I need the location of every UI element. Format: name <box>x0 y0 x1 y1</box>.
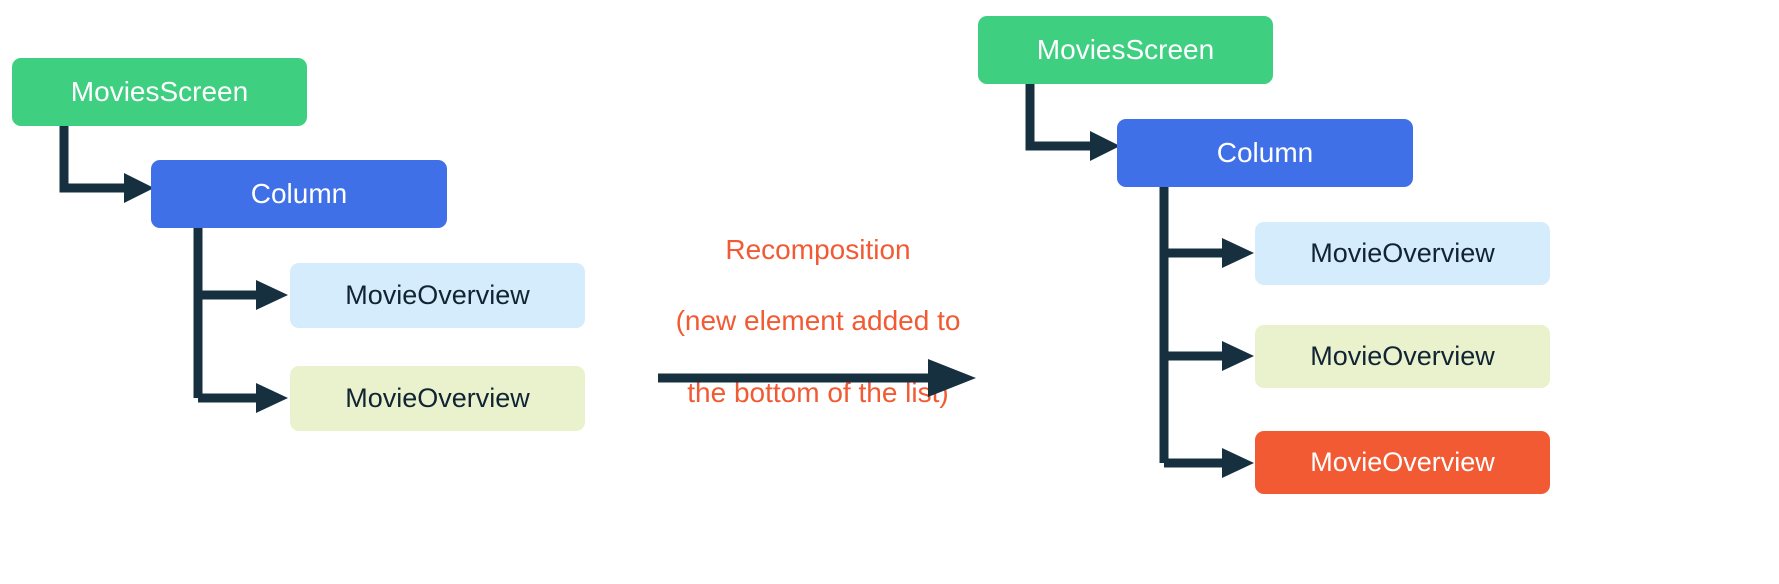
recomposition-caption-line-2: (new element added to <box>675 305 961 337</box>
recomposition-caption-line-1: Recomposition <box>725 233 911 265</box>
left-connector-root-to-column <box>59 126 154 203</box>
right-node-movie-overview-2-label: MovieOverview <box>1310 340 1495 371</box>
right-connector-column-to-children <box>1159 187 1254 478</box>
right-node-column[interactable]: Column <box>1117 119 1413 187</box>
right-node-movies-screen[interactable]: MoviesScreen <box>978 16 1273 84</box>
left-node-movies-screen-label: MoviesScreen <box>70 75 249 107</box>
left-node-column[interactable]: Column <box>151 160 447 228</box>
left-node-column-label: Column <box>250 177 348 209</box>
right-node-movie-overview-3-new-label: MovieOverview <box>1310 446 1495 477</box>
right-node-movie-overview-2[interactable]: MovieOverview <box>1255 325 1550 388</box>
right-node-movie-overview-1[interactable]: MovieOverview <box>1255 222 1550 285</box>
recomposition-caption-line-3: the bottom of the list) <box>687 377 949 409</box>
left-node-movies-screen[interactable]: MoviesScreen <box>12 58 307 126</box>
right-node-movies-screen-label: MoviesScreen <box>1036 33 1215 65</box>
right-node-movie-overview-1-label: MovieOverview <box>1310 237 1495 268</box>
recomposition-caption: Recomposition (new element added to the … <box>613 196 1023 447</box>
right-connector-root-to-column <box>1025 84 1120 161</box>
left-node-movie-overview-1-label: MovieOverview <box>345 279 530 310</box>
left-connector-column-to-children <box>193 228 288 413</box>
left-node-movie-overview-2-label: MovieOverview <box>345 382 530 413</box>
left-node-movie-overview-1[interactable]: MovieOverview <box>290 263 585 328</box>
right-node-column-label: Column <box>1216 136 1314 168</box>
right-node-movie-overview-3-new[interactable]: MovieOverview <box>1255 431 1550 494</box>
left-node-movie-overview-2[interactable]: MovieOverview <box>290 366 585 431</box>
